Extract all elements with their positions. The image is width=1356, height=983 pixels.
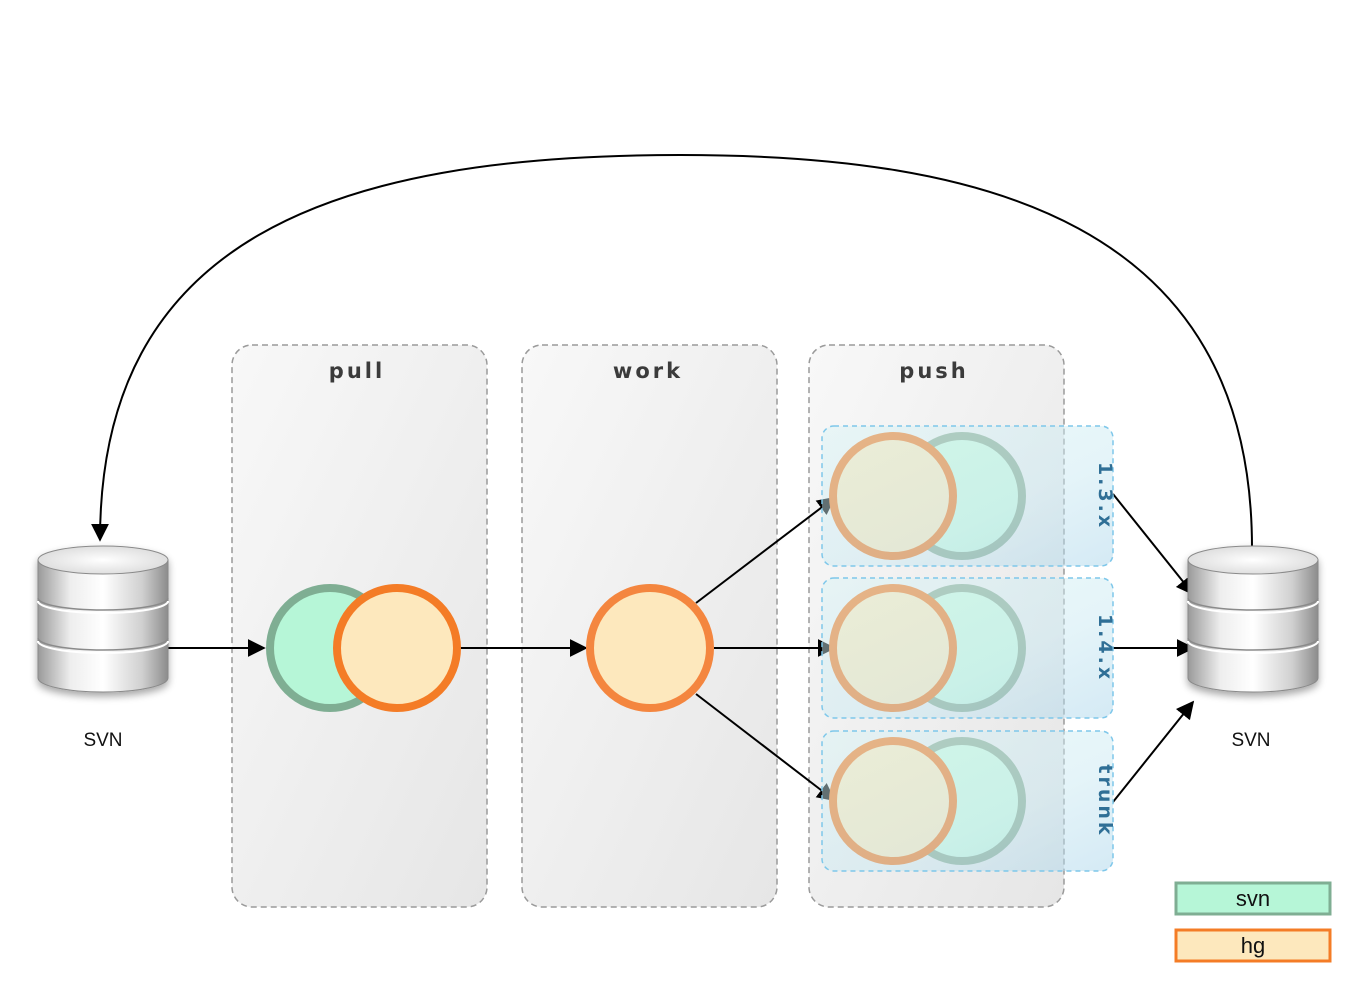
legend-hg: hg (1174, 928, 1332, 963)
branch-2-box (821, 577, 1114, 719)
branch-1: 1.3.x (821, 425, 1116, 567)
arrow-branch-3-to-svn (1112, 700, 1195, 803)
branch-1-label: 1.3.x (1094, 462, 1116, 530)
work-hg-changeset-circle (586, 584, 714, 712)
stage-pull-title: pull (329, 359, 385, 383)
branch-2: 1.4.x (821, 577, 1116, 719)
arrow-branch-1-to-svn (1112, 493, 1195, 596)
stage-work-title: work (613, 359, 683, 383)
svn-repository-right (1187, 545, 1319, 693)
arrow-work-to-branch-1 (695, 496, 836, 604)
legend-hg-label: hg (1241, 933, 1265, 958)
stage-push-title: push (899, 359, 968, 383)
branch-3-box (821, 730, 1114, 872)
legend-svn: svn (1174, 881, 1332, 916)
legend-svn-swatch (1174, 881, 1332, 916)
pull-changeset-pair (266, 584, 461, 712)
branch-2-label: 1.4.x (1094, 614, 1116, 682)
svn-repository-right-label: SVN (1231, 730, 1270, 751)
legend: svn hg (1174, 881, 1332, 963)
database-icon (37, 545, 169, 693)
svn-repository-left (37, 545, 169, 693)
return-arc-arrow (91, 153, 1253, 549)
legend-svn-label: svn (1236, 886, 1270, 911)
branch-3-label: trunk (1094, 764, 1116, 837)
svn-repository-left-label: SVN (83, 730, 122, 751)
arrow-work-to-branch-3 (695, 693, 836, 802)
branch-3: trunk (821, 730, 1116, 872)
hg-changeset-circle (333, 584, 461, 712)
database-icon (1187, 545, 1319, 693)
branch-1-box (821, 425, 1114, 567)
legend-hg-swatch (1174, 928, 1332, 963)
